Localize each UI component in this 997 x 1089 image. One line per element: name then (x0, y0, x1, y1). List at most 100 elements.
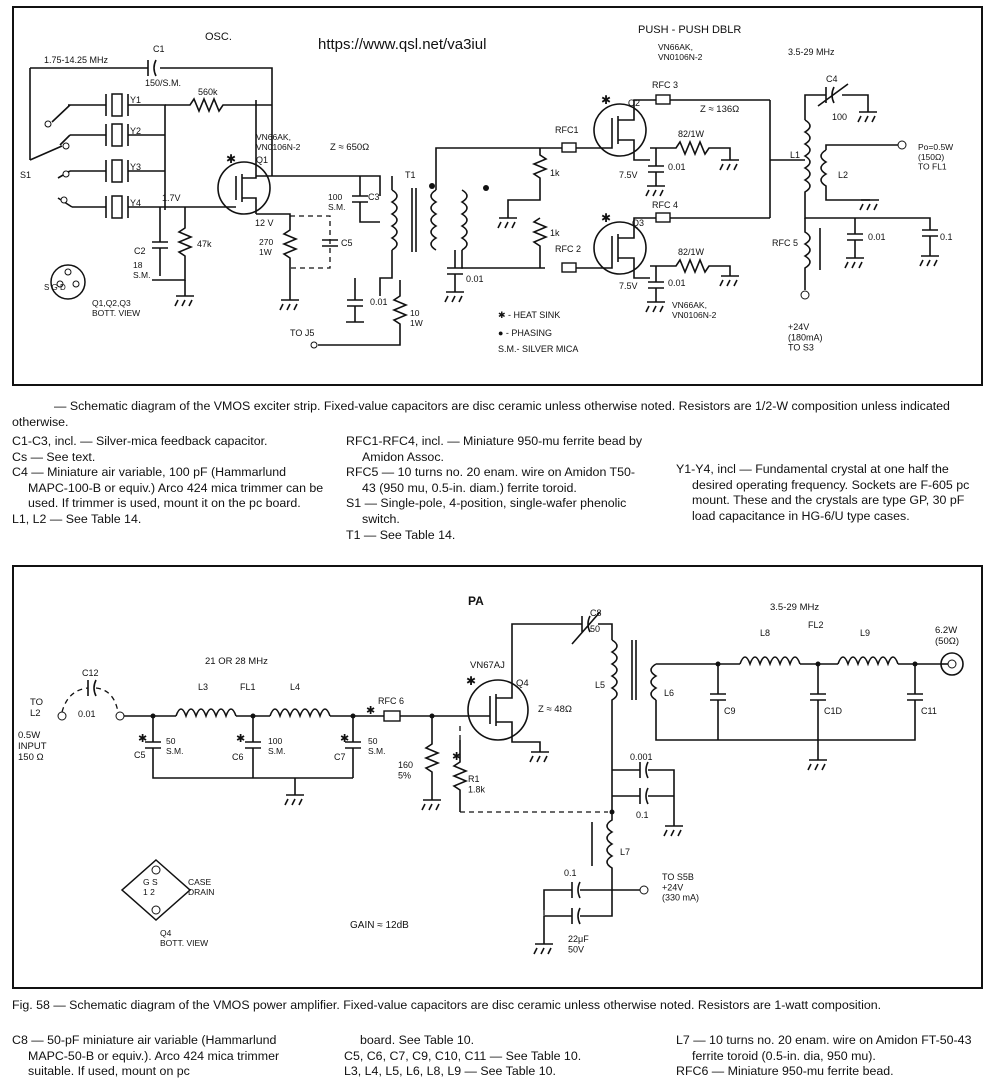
caption-s1: S1 — Single-pole, 4-position, single-waf… (346, 496, 627, 526)
rfc2-label: RFC 2 (555, 244, 581, 254)
exciter-schematic: OSC. PUSH - PUSH DBLR 1.75-14.25 MHz 3.5… (20, 24, 953, 354)
c5-capacitor (322, 239, 338, 247)
r10-resistor (318, 280, 409, 346)
l2-coil (820, 144, 898, 201)
r1-heatsink: ✱ (452, 751, 461, 763)
v75a-label: 7.5V (619, 170, 638, 180)
c01b-capacitor (543, 881, 612, 910)
r82a-label: 82/1W (678, 129, 705, 139)
q4-pinout-diagram (120, 858, 192, 922)
c4-value: 100 (832, 112, 847, 122)
pa-caption-col2: board. See Table 10. C5, C6, C7, C9, C10… (344, 1033, 644, 1080)
c01-label: 0.1 (940, 232, 953, 242)
caption-c8: C8 — 50-pF miniature air variable (Hamma… (12, 1033, 280, 1079)
ground-r270 (279, 299, 299, 311)
to-j5-label: TO J5 (290, 328, 314, 338)
s1-label: S1 (20, 170, 31, 180)
c5-dashed (290, 215, 331, 269)
r160-resistor (400, 715, 474, 800)
l8-label: L8 (760, 628, 770, 638)
c001d-label: 0.01 (668, 278, 686, 288)
r1-feedback-dashed (459, 722, 608, 813)
q3-label: Q3 (632, 218, 644, 228)
q4-label: Q4 (516, 678, 529, 689)
c3-capacitor (352, 176, 380, 223)
l7-label: L7 (620, 847, 630, 857)
exciter-schematic-frame (12, 6, 983, 386)
exciter-supply-label: +24V(180mA)TO S3 (788, 322, 823, 353)
c001e-capacitor (847, 218, 863, 258)
q1-drain-wire (255, 100, 381, 196)
caption-rfc1-4: RFC1-RFC4, incl. — Miniature 950-mu ferr… (346, 434, 643, 464)
legend-silver-mica: S.M.- SILVER MICA (498, 344, 578, 354)
c7-heatsink: ✱ (340, 733, 349, 745)
osc-label: OSC. (205, 31, 232, 43)
q2q3-type-top: VN66AK,VN0106N-2 (658, 42, 703, 62)
t1-label: T1 (405, 170, 416, 180)
r560k-resistor (165, 96, 272, 114)
r1k-a-label: 1k (550, 168, 560, 178)
c12-value: 0.01 (78, 709, 96, 719)
q3-heatsink-mark: ✱ (601, 211, 611, 225)
c4-capacitor (817, 83, 849, 107)
y2-label: Y2 (130, 126, 141, 136)
c10-label: C1D (824, 706, 843, 716)
l8-coil (739, 656, 801, 667)
c5-label: C5 (341, 238, 353, 248)
ground-bypass (663, 825, 683, 837)
l9-label: L9 (860, 628, 870, 638)
pa-c6-label: C6 (232, 752, 244, 762)
q4-type: VN67AJ (470, 660, 505, 671)
c001a-capacitor (346, 278, 364, 323)
c2-capacitor (152, 207, 168, 276)
r270-resistor (256, 213, 299, 300)
caption-rfc5: RFC5 — 10 turns no. 20 enam. wire on Ami… (346, 465, 636, 495)
c001e-label: 0.01 (868, 232, 886, 242)
c11-label: C11 (921, 706, 937, 716)
pa-schematic-frame (12, 565, 983, 989)
fl2-shunt-capacitors (710, 664, 923, 760)
pa-caption-col1: C8 — 50-pF miniature air variable (Hamma… (12, 1033, 312, 1080)
caption-l3-l9: L3, L4, L5, L6, L8, L9 — See Table 10. (344, 1064, 556, 1079)
caption-board: board. See Table 10. (360, 1033, 475, 1047)
exciter-caption-col3: Y1-Y4, incl — Fundamental crystal at one… (676, 462, 982, 524)
caption-c4: C4 — Miniature air variable, 100 pF (Ham… (12, 465, 324, 511)
t1-secondary-b (460, 189, 468, 251)
source-url[interactable]: https://www.qsl.net/va3iul (318, 36, 487, 53)
r1-resistor (451, 740, 469, 812)
exciter-caption-col1: C1-C3, incl. — Silver-mica feedback capa… (12, 434, 327, 528)
r82b-resistor (650, 257, 731, 276)
c01b-label: 0.1 (564, 868, 577, 878)
r47k-label: 47k (197, 239, 212, 249)
rfc6-bead (383, 710, 401, 722)
pa-input-jack (115, 711, 125, 721)
l9-coil (837, 656, 899, 667)
z48-label: Z ≈ 48Ω (538, 704, 572, 715)
q1-label: Q1 (256, 155, 268, 165)
caption-rfc6: RFC6 — Miniature 950-mu ferrite bead. (676, 1064, 894, 1079)
t1-primary (379, 176, 398, 296)
exciter-caption-intro: — Schematic diagram of the VMOS exciter … (12, 399, 950, 429)
pa-c7-label: C7 (334, 752, 346, 762)
l6-coil (650, 663, 818, 741)
c8-label: C8 (590, 608, 602, 618)
t1-core (411, 188, 417, 252)
rfc5-label: RFC 5 (772, 238, 798, 248)
q2q3-type: VN66AK,VN0106N-2 (672, 300, 717, 320)
pa-supply-label: TO S5B+24V(330 mA) (662, 872, 699, 903)
ground-r160 (421, 799, 441, 811)
exciter-caption-col2: RFC1-RFC4, incl. — Miniature 950-mu ferr… (346, 434, 646, 543)
exciter-output-label: Po=0.5W(150Ω)TO FL1 (918, 142, 953, 172)
c001b-capacitor (447, 250, 463, 292)
l3-label: L3 (198, 682, 208, 692)
exciter-band-label: 3.5-29 MHz (788, 47, 835, 57)
c001a-label: 0.01 (370, 297, 388, 307)
pa-input-terminal (57, 711, 67, 721)
doubler-label: PUSH - PUSH DBLR (638, 24, 741, 36)
v75b-label: 7.5V (619, 281, 638, 291)
